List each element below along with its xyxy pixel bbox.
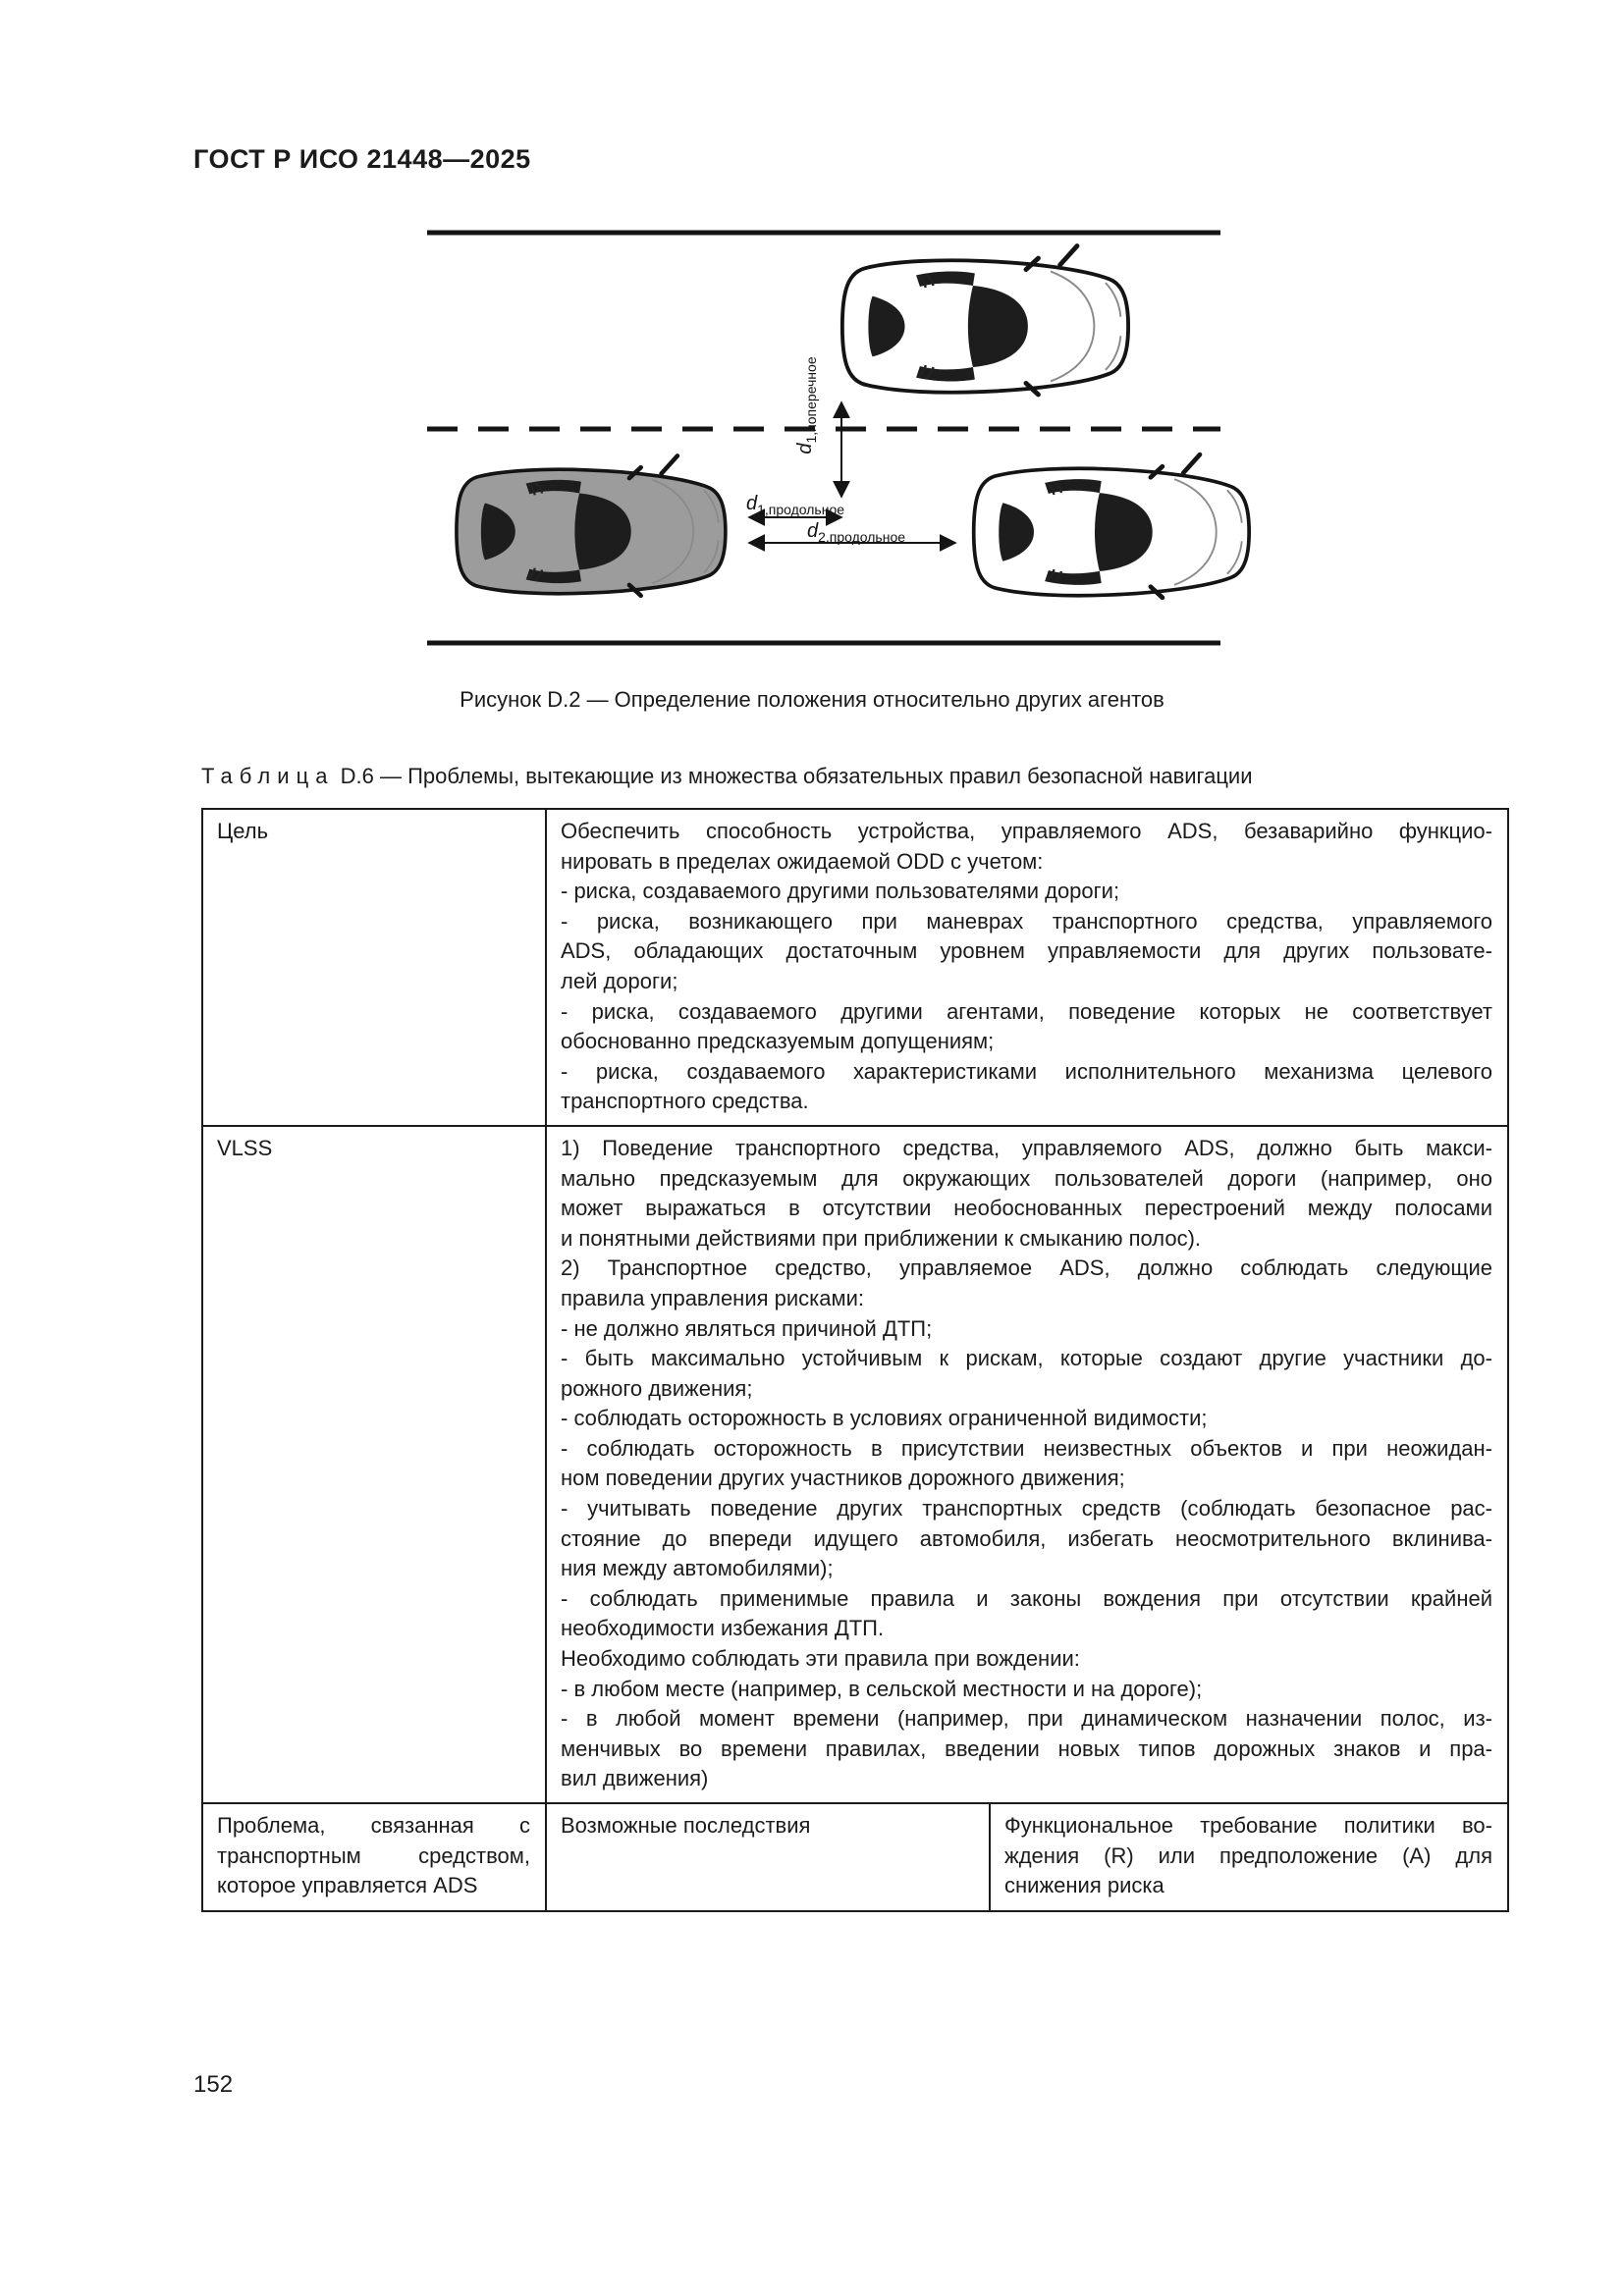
cell-line: ждения (R) или предположение (A) для (1004, 1842, 1492, 1868)
cell-line: которое управляется ADS (217, 1873, 478, 1898)
cell-line: - в любом месте (например, в сельской ме… (561, 1676, 1203, 1701)
cell-line: необходимости избежания ДТП. (561, 1616, 885, 1641)
cell-line: мально предсказуемым для окружающих поль… (561, 1165, 1492, 1191)
figure-d2: d1,поперечное d1,продольное d2,продольно… (292, 206, 1332, 658)
other-vehicle-right (974, 454, 1249, 598)
cell-line: обоснованно предсказуемым допущениям; (561, 1029, 995, 1054)
cell-line: - соблюдать осторожность в присутствии н… (561, 1435, 1492, 1461)
cell-line: стояние до впереди идущего автомобиля, и… (561, 1525, 1492, 1551)
cell-line: правила управления рисками: (561, 1285, 865, 1310)
cell-line: - в любой момент времени (например, при … (561, 1706, 1492, 1732)
figure-caption: Рисунок D.2 — Определение положения отно… (460, 687, 1164, 712)
cell-vlss-label: VLSS (201, 1124, 547, 1805)
cell-line: лей дороги; (561, 968, 678, 993)
cell-line: ния между автомобилями); (561, 1556, 834, 1581)
cell-line: Проблема, связанная с (217, 1813, 530, 1838)
cell-consequences-header: Возможные последствия (545, 1802, 991, 1912)
longitudinal-distance1-label: d1,продольное (746, 493, 844, 517)
cell-line: 2) Транспортное средство, управляемое AD… (561, 1255, 1492, 1281)
cell-line: вил движения) (561, 1766, 709, 1791)
cell-line: менчивых во времени правилах, введении н… (561, 1735, 1492, 1761)
table-title-text: D.6 — Проблемы, вытекающие из множества … (334, 764, 1253, 788)
cell-line: Возможные последствия (561, 1813, 811, 1838)
cell-line: может выражаться в отсутствии необоснова… (561, 1196, 1492, 1221)
cell-problem-header: Проблема, связанная с транспортным средст… (201, 1802, 547, 1912)
cell-line: рожного движения; (561, 1375, 753, 1401)
standard-designation: ГОСТ Р ИСО 21448—2025 (193, 144, 531, 174)
cell-line: и понятными действиями при приближении к… (561, 1225, 1202, 1251)
cell-line: - риска, возникающего при маневрах транс… (561, 908, 1492, 934)
ego-vehicle (457, 455, 726, 595)
cell-line: VLSS (217, 1135, 273, 1160)
cell-line: - соблюдать осторожность в условиях огра… (561, 1406, 1208, 1431)
table-d6: Цель Обеспечить способность устройства, … (201, 808, 1509, 1912)
cell-line: Обеспечить способность устройства, управ… (561, 819, 1492, 843)
cell-line: транспортного средства. (561, 1089, 809, 1114)
cell-line: - риска, создаваемого другими пользовате… (561, 879, 1120, 904)
cell-line: - соблюдать применимые правила и законы … (561, 1585, 1492, 1611)
table-row: VLSS 1) Поведение транспортного средства… (201, 1124, 1509, 1805)
page-number: 152 (193, 2071, 234, 2098)
cell-requirement-header: Функциональное требование политики во-жд… (989, 1802, 1509, 1912)
cell-line: ADS, обладающих достаточным уровнем упра… (561, 938, 1492, 964)
cell-vlss-text: 1) Поведение транспортного средства, упр… (545, 1124, 1509, 1805)
table-row: Проблема, связанная с транспортным средст… (201, 1802, 1509, 1912)
cell-goal-text: Обеспечить способность устройства, управ… (545, 808, 1509, 1127)
longitudinal-distance2-label: d2,продольное (807, 520, 905, 545)
table-title: Таблица D.6 — Проблемы, вытекающие из мн… (201, 764, 1509, 789)
cell-line: Необходимо соблюдать эти правила при вож… (561, 1646, 1080, 1672)
cell-line: - не должно являться причиной ДТП; (561, 1315, 933, 1341)
cell-line: нировать в пределах ожидаемой ODD с учет… (561, 848, 1044, 874)
cell-line: Функциональное требование политики во- (1004, 1813, 1492, 1838)
cell-line: Цель (217, 819, 269, 843)
cell-line: снижения риска (1004, 1873, 1164, 1898)
cell-goal-label: Цель (201, 808, 547, 1127)
cell-line: - быть максимально устойчивым к рискам, … (561, 1346, 1492, 1371)
cell-line: ном поведении других участников дорожног… (561, 1466, 1125, 1491)
cell-line: 1) Поведение транспортного средства, упр… (561, 1135, 1492, 1160)
figure-d2-drawing: d1,поперечное d1,продольное d2,продольно… (427, 230, 1332, 646)
table-row: Цель Обеспечить способность устройства, … (201, 808, 1509, 1127)
cell-line: - риска, создаваемого другими агентами, … (561, 998, 1492, 1024)
lateral-distance-label: d1,поперечное (794, 356, 819, 454)
cell-line: - риска, создаваемого характеристиками и… (561, 1058, 1492, 1084)
table-title-word: Таблица (201, 764, 335, 788)
cell-line: транспортным средством, (217, 1842, 530, 1868)
other-vehicle-top (842, 246, 1128, 395)
cell-line: - учитывать поведение других транспортны… (561, 1496, 1492, 1522)
